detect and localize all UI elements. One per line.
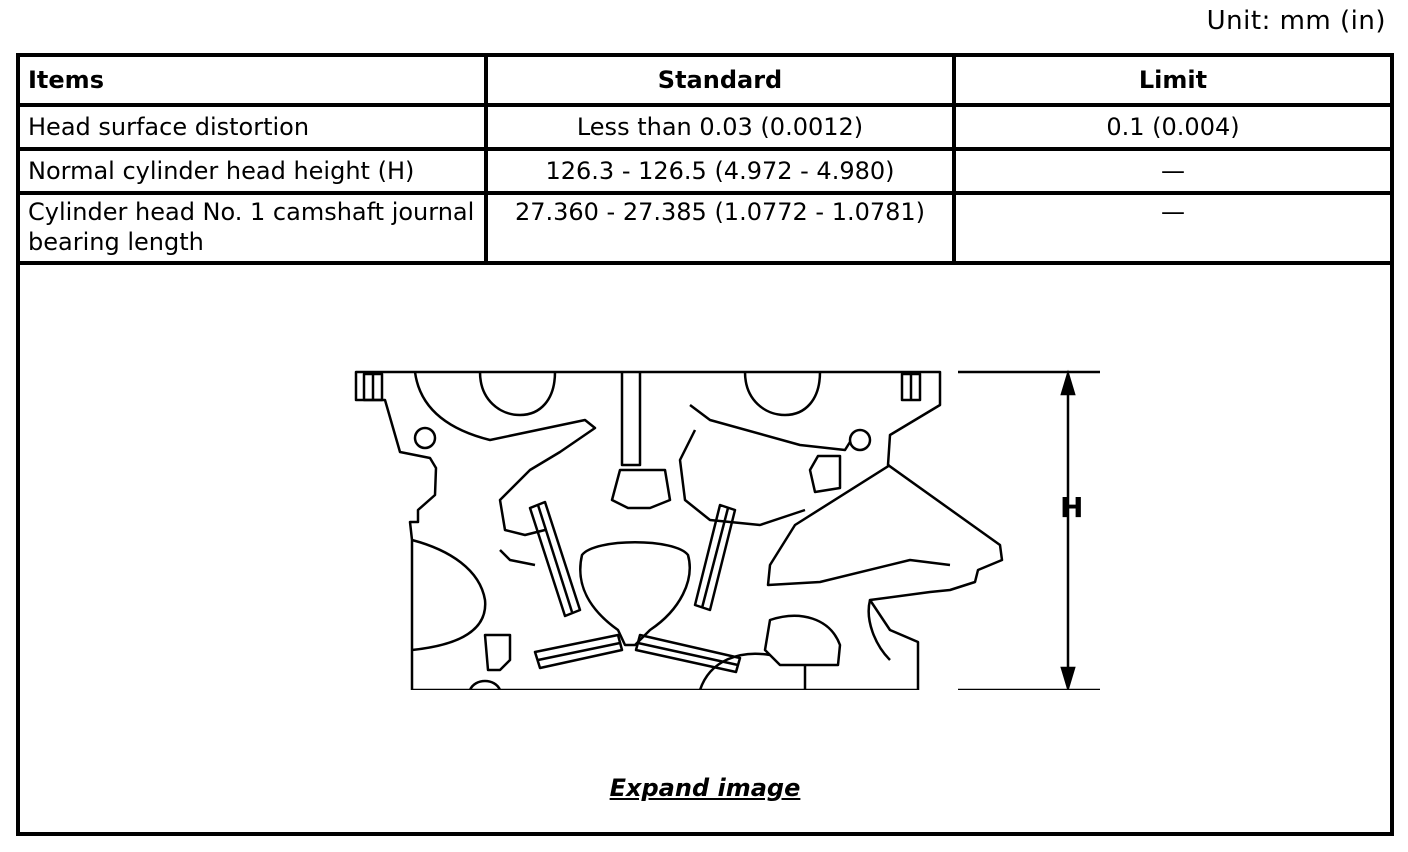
- header-items: Items: [16, 53, 488, 107]
- standard-cell: 126.3 - 126.5 (4.972 - 4.980): [484, 147, 956, 195]
- figure-cell: H Expand image: [16, 261, 1394, 836]
- header-standard: Standard: [484, 53, 956, 107]
- unit-label: Unit: mm (in): [1206, 6, 1386, 36]
- standard-cell: 27.360 - 27.385 (1.0772 - 1.0781): [484, 191, 956, 265]
- header-row: Items Standard Limit: [16, 53, 1394, 107]
- spec-table: Items Standard Limit Head surface distor…: [16, 53, 1394, 836]
- item-cell: Cylinder head No. 1 camshaft journal bea…: [16, 191, 488, 265]
- table-row: Normal cylinder head height (H) 126.3 - …: [16, 147, 1394, 195]
- item-cell: Head surface distortion: [16, 103, 488, 151]
- cylinder-head-diagram: [354, 369, 1100, 690]
- limit-cell: 0.1 (0.004): [952, 103, 1394, 151]
- expand-image-link[interactable]: Expand image: [609, 774, 801, 802]
- table-row: Head surface distortion Less than 0.03 (…: [16, 103, 1394, 151]
- limit-cell: —: [952, 147, 1394, 195]
- limit-cell: —: [952, 191, 1394, 265]
- dimension-label: H: [1060, 491, 1084, 524]
- item-cell: Normal cylinder head height (H): [16, 147, 488, 195]
- standard-cell: Less than 0.03 (0.0012): [484, 103, 956, 151]
- figure-row: H Expand image: [16, 261, 1394, 836]
- table-row: Cylinder head No. 1 camshaft journal bea…: [16, 191, 1394, 265]
- header-limit: Limit: [952, 53, 1394, 107]
